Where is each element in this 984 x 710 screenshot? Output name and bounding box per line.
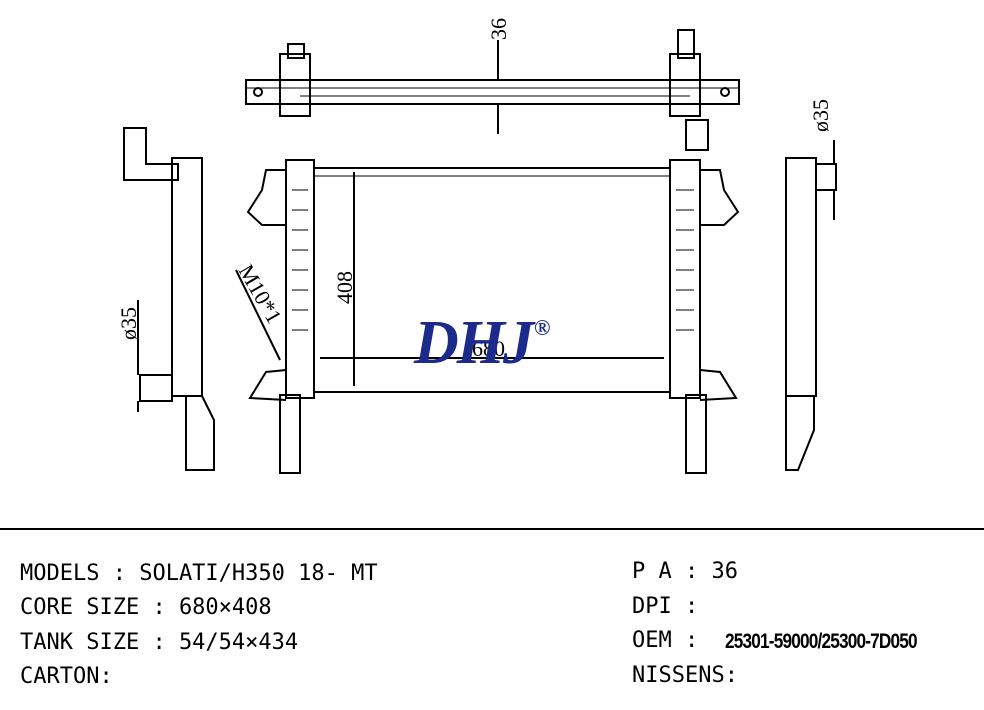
spec-carton: CARTON: — [20, 664, 113, 689]
spec-dpi: DPI : — [632, 594, 699, 619]
spec-oem-value: 25301-59000/25300-7D050 — [725, 630, 918, 653]
dim-left-diameter: ø35 — [116, 307, 141, 340]
brand-logo: DHJ® — [414, 309, 551, 377]
dim-thread: M10*1 — [234, 260, 287, 328]
spec-models: MODELS : SOLATI/H350 18- MT — [20, 561, 378, 586]
top-view — [245, 29, 740, 151]
brand-logo-text: DHJ — [414, 309, 534, 377]
dim-core-height: 408 — [332, 271, 357, 304]
left-side-view — [123, 127, 215, 471]
radiator-technical-drawing: 36 ø35 ø35 408 680 M10*1 — [116, 18, 837, 474]
registered-mark: ® — [534, 315, 551, 341]
spec-nissens: NISSENS: — [632, 663, 738, 688]
front-view — [235, 159, 740, 474]
spec-tank-size: TANK SIZE : 54/54×434 — [20, 630, 299, 655]
right-side-view — [785, 140, 837, 471]
spec-core-size: CORE SIZE : 680×408 — [20, 595, 272, 620]
dim-right-diameter: ø35 — [808, 99, 833, 132]
divider-line — [0, 528, 984, 530]
spec-oem-label: OEM : — [632, 628, 699, 653]
dim-top-height: 36 — [486, 18, 511, 40]
spec-pa: P A : 36 — [632, 559, 738, 584]
dim-core-width: 680 — [472, 336, 505, 361]
